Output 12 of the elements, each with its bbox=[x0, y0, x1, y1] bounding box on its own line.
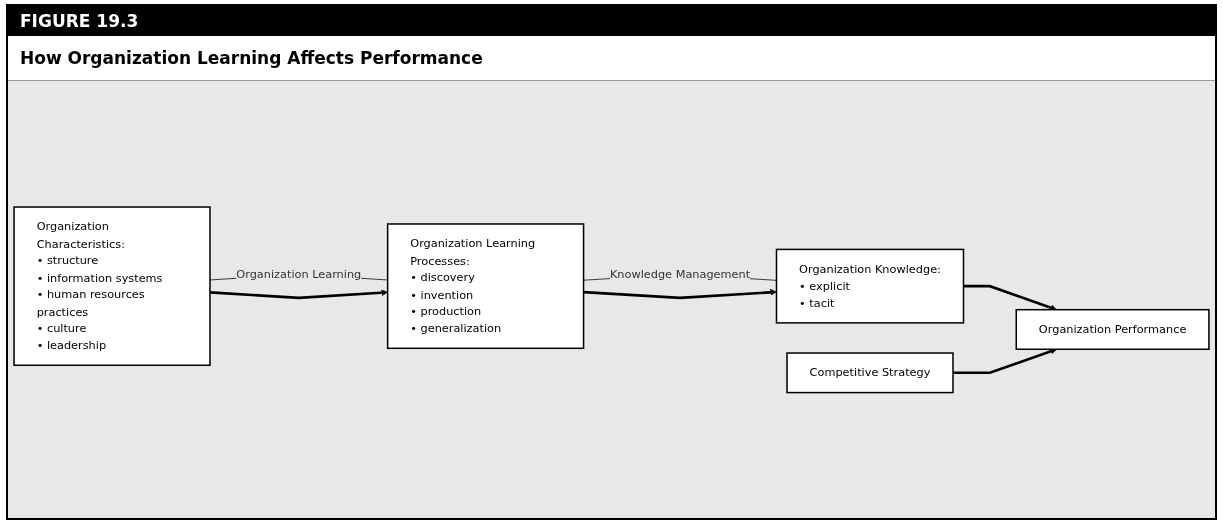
edge-label: Knowledge Management bbox=[609, 267, 751, 281]
arrow bbox=[963, 284, 1057, 311]
figure-number: FIGURE 19.3 bbox=[8, 6, 1215, 36]
node-box: Organization Characteristics: • structure • information systems • human resources practices • culture • leadership bbox=[13, 205, 211, 366]
node-box: Competitive Strategy bbox=[786, 351, 954, 394]
arrow bbox=[953, 347, 1057, 374]
arrow bbox=[209, 289, 388, 299]
edge-label: Organization Learning bbox=[236, 267, 362, 281]
node-box: Organization Performance bbox=[1015, 308, 1210, 350]
node-box: Organization Learning Processes: • discovery • invention • production • generalization bbox=[386, 222, 585, 349]
node-box: Organization Knowledge: • explicit • tacit bbox=[775, 248, 965, 324]
arrow bbox=[583, 288, 777, 299]
